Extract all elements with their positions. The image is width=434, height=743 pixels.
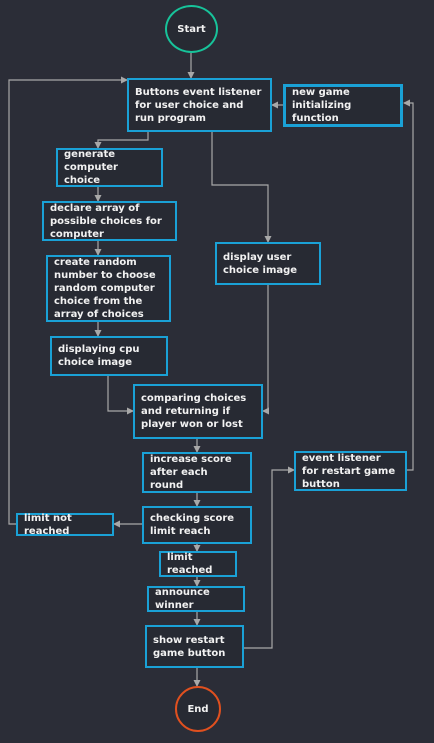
- show-restart-node: show restart game button: [145, 625, 244, 668]
- end-node: End: [175, 686, 221, 732]
- limit-reached-node: limit reached: [159, 551, 237, 577]
- gen-cpu-node: generate computer choice: [56, 148, 163, 187]
- edge-displaycpu-to-compare: [107, 376, 134, 415]
- edge-displayuser-to-compare: [262, 285, 269, 415]
- declare-array-node: declare array of possible choices for co…: [42, 201, 177, 241]
- restart-listener-node: event listener for restart game button: [294, 451, 407, 491]
- init-node: new game initializing function: [283, 84, 403, 127]
- start-node: Start: [165, 5, 218, 53]
- display-user-node: display user choice image: [215, 242, 321, 285]
- edge-showrestart-to-restartlistener: [244, 466, 295, 649]
- increase-score-node: increase score after each round: [142, 452, 252, 493]
- edge-listener-to-gencpu: [94, 132, 149, 149]
- edge-notreached-to-listener: [8, 76, 128, 525]
- random-number-node: create random number to choose random co…: [46, 255, 171, 322]
- listener-node: Buttons event listener for user choice a…: [127, 78, 272, 132]
- announce-winner-node: announce winner: [147, 586, 245, 612]
- limit-not-reached-node: limit not reached: [16, 513, 114, 537]
- edge-restartlistener-to-init: [403, 99, 414, 471]
- check-limit-node: checking score limit reach: [142, 506, 252, 544]
- compare-node: comparing choices and returning if playe…: [133, 384, 263, 439]
- edge-listener-to-displayuser: [211, 132, 272, 243]
- display-cpu-node: displaying cpu choice image: [50, 336, 168, 376]
